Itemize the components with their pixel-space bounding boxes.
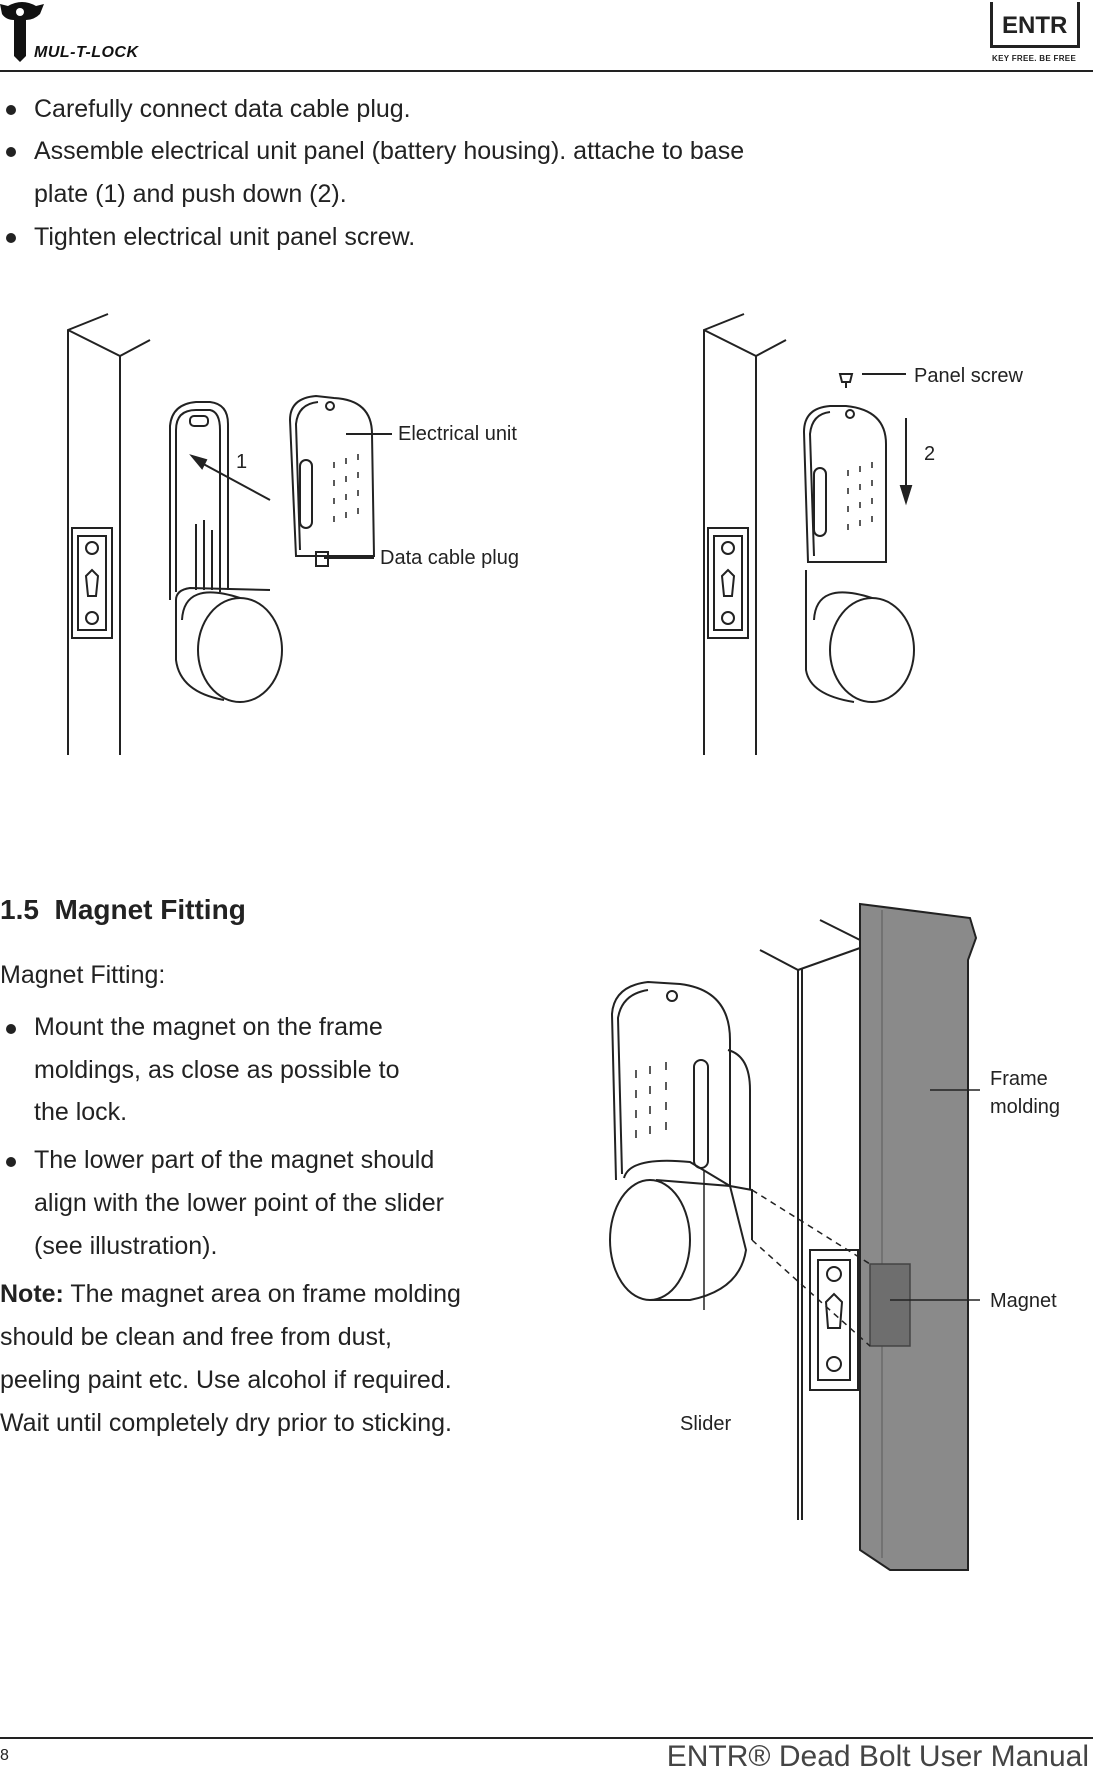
label-data-cable-plug: Data cable plug bbox=[380, 547, 519, 569]
step-number-2: 2 bbox=[924, 443, 935, 465]
magnet-bullet2-line: align with the lower point of the slider bbox=[34, 1189, 444, 1217]
mul-t-lock-logo: MUL-T-LOCK bbox=[0, 0, 170, 66]
bullet-dot bbox=[6, 105, 16, 115]
label-frame: Frame bbox=[990, 1068, 1048, 1090]
magnet-bullet2-line: (see illustration). bbox=[34, 1232, 218, 1260]
entr-logo-box bbox=[990, 2, 1080, 48]
magnet-bullet1-line: moldings, as close as possible to bbox=[34, 1056, 400, 1084]
note-line: should be clean and free from dust, bbox=[0, 1323, 392, 1351]
figure-assembly-step2: Panel screw 2 bbox=[703, 313, 1023, 755]
brand-logo-text: MUL-T-LOCK bbox=[34, 44, 139, 61]
note-line: peeling paint etc. Use alcohol if requir… bbox=[0, 1366, 452, 1394]
step-text: Tighten electrical unit panel screw. bbox=[34, 223, 416, 251]
label-panel-screw: Panel screw bbox=[914, 365, 1023, 387]
note-label: Note: bbox=[0, 1280, 64, 1308]
magnet-block bbox=[869, 1263, 911, 1347]
magnet-bullet1-line: Mount the magnet on the frame bbox=[34, 1013, 383, 1041]
footer-divider bbox=[0, 1737, 1093, 1739]
manual-title: ENTR® Dead Bolt User Manual bbox=[666, 1740, 1089, 1773]
entr-logo: ENTR KEY FREE. BE FREE bbox=[990, 0, 1090, 66]
magnet-bullet2-line: The lower part of the magnet should bbox=[34, 1146, 435, 1174]
figure-magnet-fitting: Frame molding Magnet Slider bbox=[609, 902, 1060, 1571]
bullet-dot bbox=[6, 1024, 16, 1034]
step-number-1: 1 bbox=[236, 451, 247, 473]
label-electrical-unit: Electrical unit bbox=[398, 423, 517, 445]
entr-logo-text: ENTR bbox=[1002, 12, 1068, 39]
step-text: Carefully connect data cable plug. bbox=[34, 95, 411, 123]
step-text: Assemble electrical unit panel (battery … bbox=[34, 137, 745, 165]
header-divider bbox=[0, 70, 1093, 72]
magnet-bullet1-line: the lock. bbox=[34, 1098, 128, 1126]
label-slider: Slider bbox=[680, 1413, 731, 1435]
label-molding: molding bbox=[990, 1096, 1060, 1118]
section-heading: 1.5 Magnet Fitting bbox=[0, 894, 246, 926]
bullet-dot bbox=[6, 147, 16, 157]
magnet-intro: Magnet Fitting: bbox=[0, 961, 166, 989]
section-number: 1.5 bbox=[0, 894, 39, 925]
step-text: plate (1) and push down (2). bbox=[34, 180, 347, 208]
note-line: Note: The magnet area on frame molding bbox=[0, 1275, 461, 1313]
note-text: The magnet area on frame molding bbox=[63, 1280, 461, 1308]
figure-assembly-step1: Electrical unit Data cable plug 1 bbox=[67, 313, 519, 755]
bullet-dot bbox=[6, 1157, 16, 1167]
key-logo-icon bbox=[0, 2, 44, 62]
note-line: Wait until completely dry prior to stick… bbox=[0, 1409, 453, 1437]
entr-tagline: KEY FREE. BE FREE bbox=[992, 54, 1077, 63]
section-title: Magnet Fitting bbox=[54, 894, 246, 925]
page-number: 8 bbox=[0, 1747, 9, 1764]
bullet-dot bbox=[6, 233, 16, 243]
label-magnet: Magnet bbox=[990, 1290, 1057, 1312]
